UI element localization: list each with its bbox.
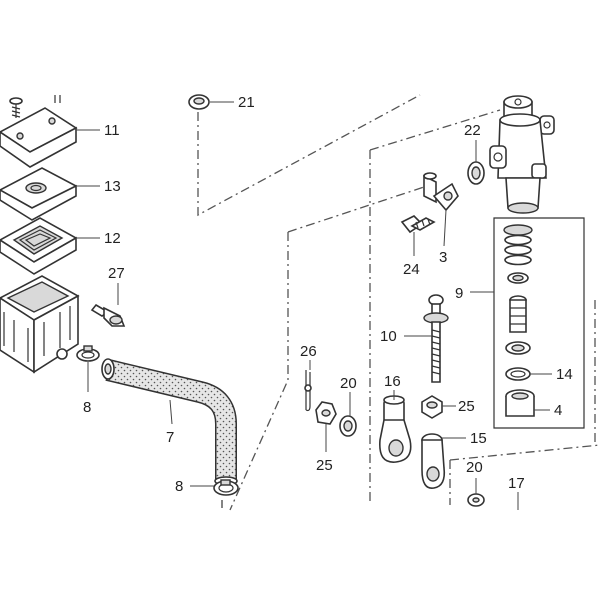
washer-center	[339, 415, 357, 437]
label-26: 26	[300, 343, 317, 360]
joint-15	[421, 433, 446, 489]
bolt-24	[400, 215, 436, 234]
clevis	[379, 395, 412, 463]
nut-left	[315, 401, 337, 425]
nut-right	[421, 395, 443, 419]
label-8-upper: 8	[83, 399, 91, 416]
label-14: 14	[556, 366, 573, 383]
clamp-lower	[213, 479, 239, 508]
label-7: 7	[166, 429, 174, 446]
label-10: 10	[380, 328, 397, 345]
label-15: 15	[470, 430, 487, 447]
label-17: 17	[508, 475, 525, 492]
piston-kit-bracket	[493, 217, 585, 429]
clamp-upper	[76, 345, 100, 362]
reservoir-cap	[0, 107, 78, 168]
pin	[304, 370, 312, 412]
spring	[503, 224, 533, 266]
label-20-center: 20	[340, 375, 357, 392]
joint-3	[423, 172, 459, 212]
label-20-lower: 20	[466, 459, 483, 476]
label-25-left: 25	[316, 457, 333, 474]
boundary-lines	[197, 94, 600, 511]
washer-lower-right	[467, 493, 485, 507]
label-11: 11	[104, 122, 120, 139]
label-24: 24	[403, 261, 420, 278]
circlip	[505, 367, 531, 381]
label-9: 9	[455, 285, 463, 302]
push-rod	[423, 294, 449, 383]
hose	[101, 358, 238, 486]
leader-lines	[76, 101, 552, 510]
label-25-right: 25	[458, 398, 475, 415]
screw-top-left	[9, 95, 61, 118]
boot	[505, 389, 535, 417]
label-22: 22	[464, 122, 481, 139]
label-27: 27	[108, 265, 125, 282]
label-3: 3	[439, 249, 447, 266]
reservoir-body	[0, 275, 80, 374]
label-8-lower: 8	[175, 478, 183, 495]
label-16: 16	[384, 373, 401, 390]
secondary-cup	[505, 341, 531, 355]
diaphragm	[0, 217, 78, 275]
washer-21	[188, 94, 210, 110]
label-12: 12	[104, 230, 121, 247]
washer-22	[467, 161, 485, 185]
master-cylinder-body	[489, 95, 555, 214]
diaphragm-plate	[0, 167, 78, 221]
bolt-27	[90, 303, 126, 327]
label-13: 13	[104, 178, 121, 195]
label-4: 4	[554, 402, 562, 419]
piston	[509, 295, 527, 333]
primary-cup	[507, 272, 529, 284]
part-labels: 11 13 12 27 8 21 7 8 22 3 24 9 10 26 20 …	[83, 94, 573, 495]
label-21: 21	[238, 94, 255, 111]
